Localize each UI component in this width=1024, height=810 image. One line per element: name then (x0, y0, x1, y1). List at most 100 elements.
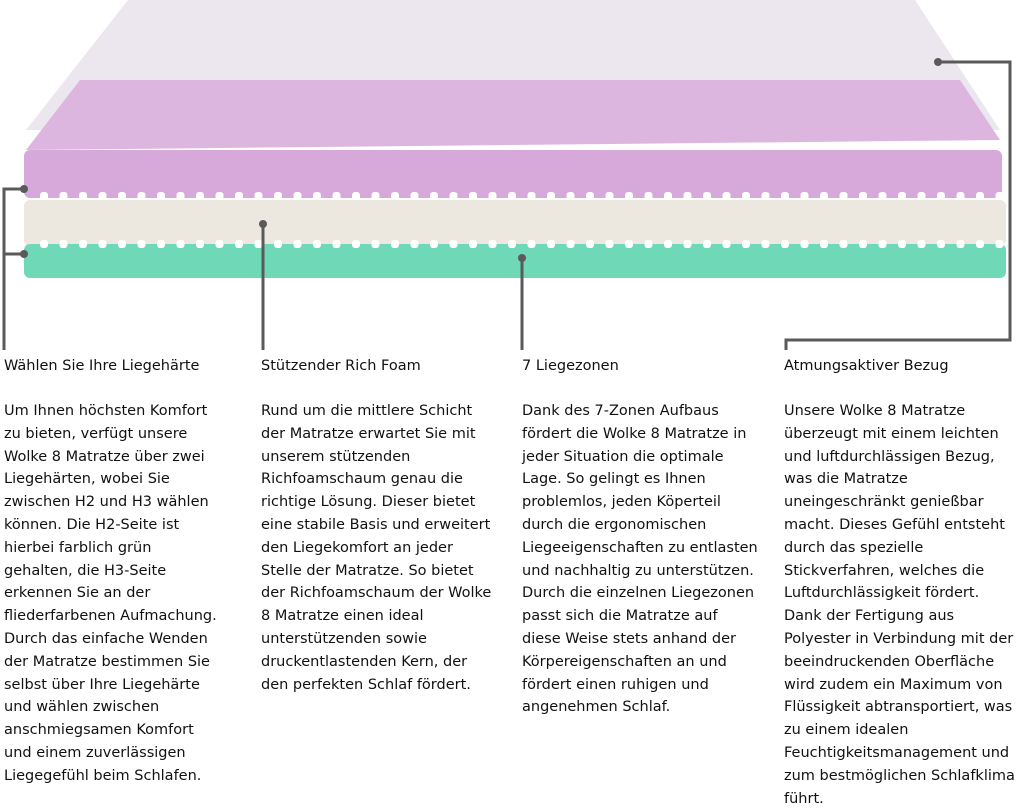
text-line: Durch das einfache Wenden (4, 630, 208, 647)
zone-cutout (839, 192, 848, 200)
cover-shade (26, 80, 1000, 150)
zone-cutouts (40, 192, 1004, 248)
zone-cutout (586, 240, 594, 248)
text-line: überzeugt mit einem leichten (784, 425, 999, 442)
zone-cutout (79, 192, 87, 200)
zone-cutout (332, 240, 341, 248)
zone-cutout (703, 240, 711, 248)
zone-cutout (118, 240, 126, 248)
text-line: angenehmen Schlaf. (522, 699, 671, 716)
text-line: erkennen Sie an der (4, 585, 151, 602)
text-line: eine stabile Basis und erweitert (261, 516, 491, 533)
zone-cutout (352, 240, 360, 248)
zone-cutout (703, 192, 711, 200)
zone-cutout (59, 192, 68, 200)
text-line: der Richfoamschaum der Wolke (261, 585, 492, 602)
text-line: selbst über Ihre Liegehärte (4, 676, 200, 693)
zone-cutout (176, 240, 185, 248)
zone-cutout (274, 240, 282, 248)
column-title: Atmungsaktiver Bezug (784, 358, 949, 374)
zone-cutout (40, 240, 48, 248)
zone-cutout (488, 240, 497, 248)
text-line: zwischen H2 und H3 wählen (4, 494, 209, 511)
text-line: jeder Situation die optimale (522, 448, 724, 465)
zone-cutout (40, 192, 48, 200)
zone-cutout (137, 192, 146, 200)
zone-cutout (995, 192, 1004, 200)
zone-cutout (644, 192, 653, 200)
text-line: Flüssigkeit abtransportiert, was (784, 699, 1013, 716)
text-line: Luftdurchlässigkeit fördert. (784, 585, 980, 602)
zone-cutout (157, 240, 165, 248)
zone-cutout (722, 240, 731, 248)
zone-cutout (956, 240, 965, 248)
column-text: Dank des 7-Zonen Aufbaus fördert die Wolk… (522, 400, 772, 719)
text-line: unserem stützenden (261, 448, 411, 465)
text-line: und wählen zwischen (4, 699, 160, 716)
text-line: durch die ergonomischen (522, 516, 707, 533)
text-line: Dank der Fertigung aus (784, 608, 955, 625)
zone-cutout (625, 192, 633, 200)
zone-cutout (391, 240, 399, 248)
zone-cutout (430, 192, 438, 200)
zone-cutout (664, 192, 672, 200)
text-line: Um Ihnen höchsten Komfort (4, 403, 208, 419)
text-line: und luftdurchlässigen Bezug, (784, 448, 995, 465)
text-line: druckentlastenden Kern, der (261, 653, 468, 670)
zone-cutout (293, 192, 302, 200)
zone-cutout (937, 192, 945, 200)
text-line: gehalten, die H3-Seite (4, 562, 167, 579)
text-line: führt. (784, 790, 824, 807)
zone-cutout (79, 240, 87, 248)
text-line: richtige Lösung. Dieser bietet (261, 494, 476, 511)
zone-cutout (371, 240, 380, 248)
text-line: Dank des 7-Zonen Aufbaus (522, 403, 719, 419)
zone-cutout (917, 192, 926, 200)
zone-cutout (352, 192, 360, 200)
zone-cutout (683, 240, 692, 248)
zone-cutout (469, 240, 477, 248)
zone-cutout (196, 192, 204, 200)
text-line: was die Matratze (784, 471, 908, 488)
zone-cutout (605, 192, 614, 200)
zone-cutout (391, 192, 399, 200)
zone-cutout (683, 192, 692, 200)
text-line: fördert die Wolke 8 Matratze in (522, 425, 747, 442)
zone-cutout (449, 192, 458, 200)
zone-cutout (488, 192, 497, 200)
column-liegehaerte: Wählen Sie Ihre Liegehärte Um Ihnen höch… (4, 356, 254, 788)
zone-cutout (254, 240, 263, 248)
zone-cutout (508, 240, 516, 248)
zone-cutout (547, 192, 555, 200)
text-line: passt sich die Matratze auf (522, 608, 718, 625)
zone-cutout (800, 192, 809, 200)
text-line: 8 Matratze einen ideal (261, 608, 424, 625)
zone-cutout (781, 192, 789, 200)
zone-cutout (820, 192, 828, 200)
zone-cutout (527, 240, 536, 248)
zone-cutout (332, 192, 341, 200)
zone-cutout (137, 240, 146, 248)
zone-cutout (781, 240, 789, 248)
zone-cutout (605, 240, 614, 248)
text-line: Unsere Wolke 8 Matratze (784, 403, 966, 419)
zone-cutout (566, 240, 575, 248)
text-line: problemlos, jeden Köperteil (522, 494, 721, 511)
text-line: Stelle der Matratze. So bietet (261, 562, 474, 579)
zone-cutout (742, 240, 750, 248)
text-line: zu einem idealen (784, 722, 909, 739)
zone-cutout (586, 192, 594, 200)
zone-cutout (878, 192, 887, 200)
zone-cutout (469, 192, 477, 200)
zone-cutout (917, 240, 926, 248)
text-line: wird zudem ein Maximum von (784, 676, 1003, 693)
zone-cutout (820, 240, 828, 248)
zone-cutout (59, 240, 68, 248)
zone-cutout (878, 240, 887, 248)
zone-cutout (313, 192, 321, 200)
column-title: Stützender Rich Foam (261, 358, 421, 374)
zone-cutout (235, 192, 243, 200)
zone-cutout (644, 240, 653, 248)
